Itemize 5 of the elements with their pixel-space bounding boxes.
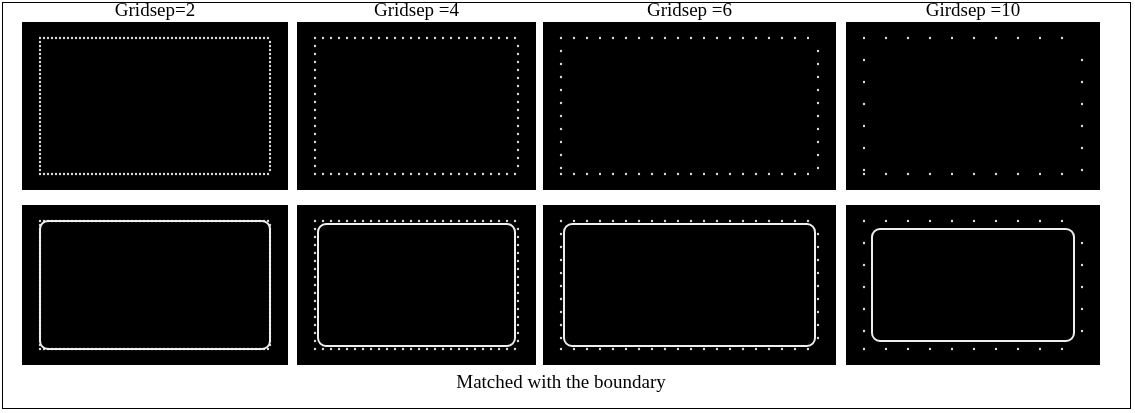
panel-caption: Matched with the boundary [455, 372, 667, 392]
panel-caption: Gridsep =4 [372, 0, 461, 20]
panel-caption: Girdsep =10 [924, 0, 1022, 20]
panel-caption: Gridsep =6 [645, 0, 734, 20]
panel-caption: Gridsep=2 [113, 0, 197, 20]
